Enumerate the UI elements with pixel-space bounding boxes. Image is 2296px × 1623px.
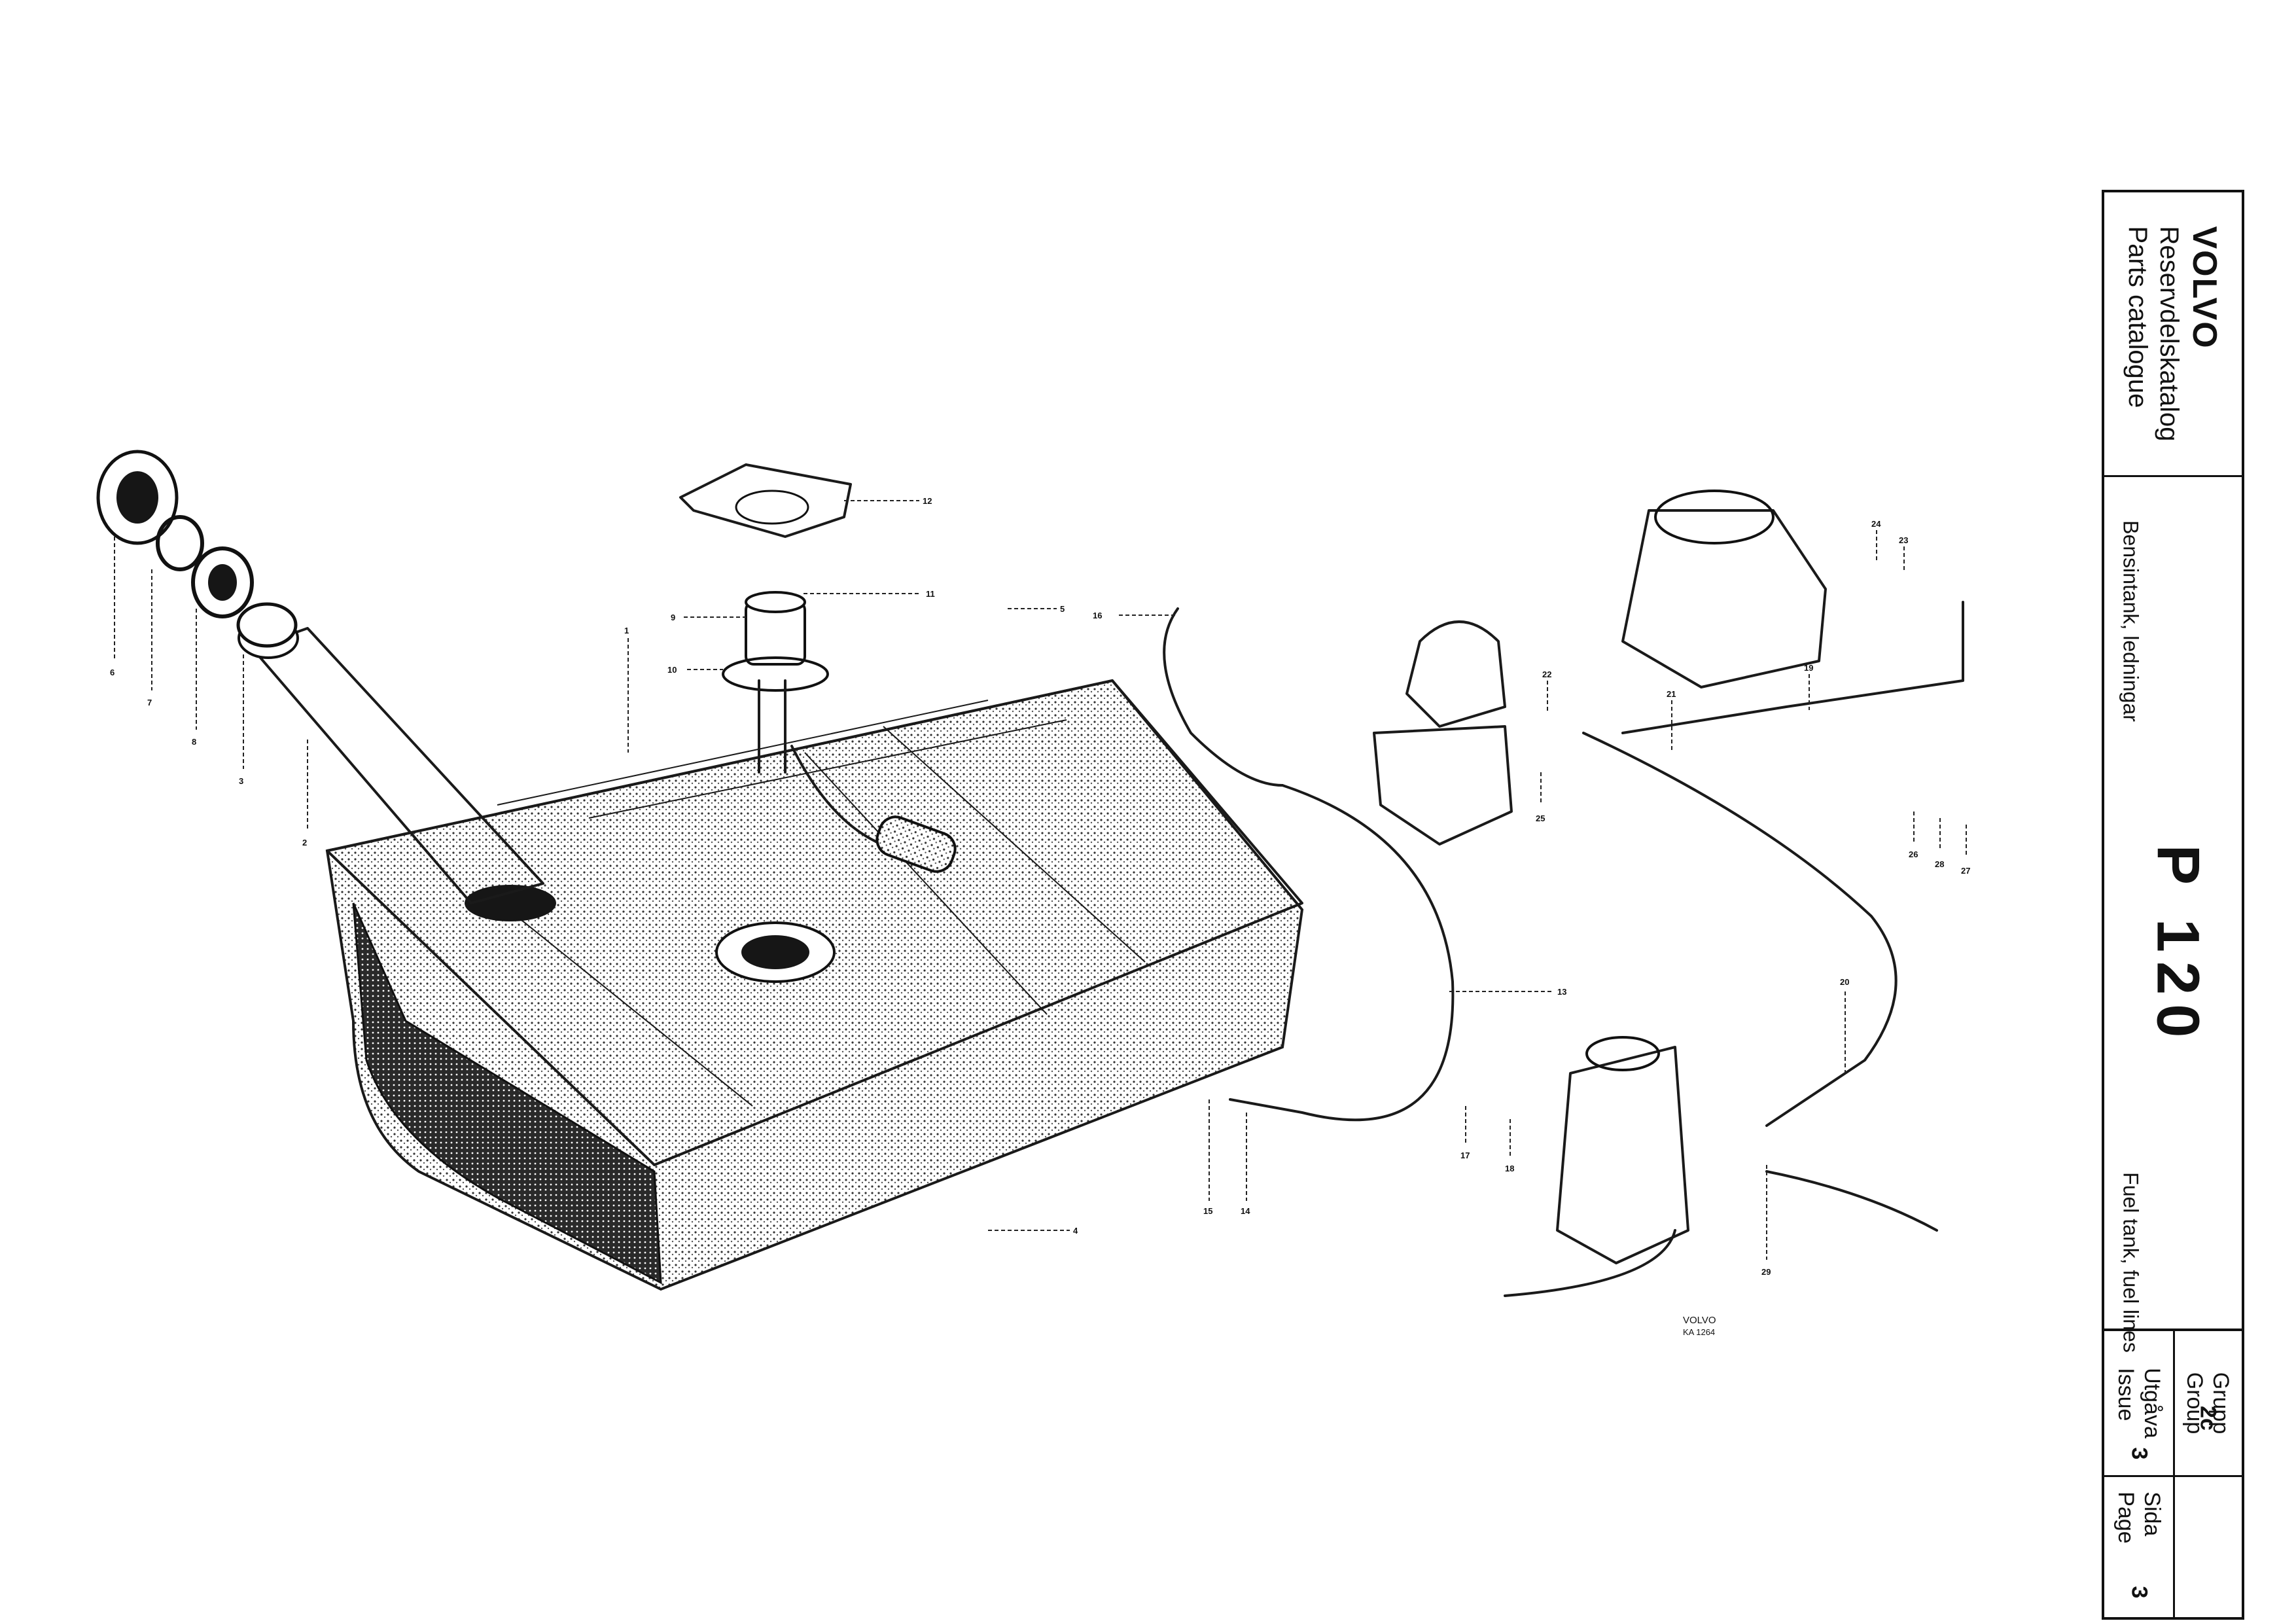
- brand-name: VOLVO: [2185, 226, 2223, 349]
- fuel-lines: [1163, 601, 1964, 1232]
- svg-text:KA 1264: KA 1264: [1683, 1327, 1715, 1337]
- callout-25: 25: [1536, 772, 1545, 823]
- callout-11: 11: [804, 589, 935, 599]
- group-issue-cell: Utgåva Issue 3 Grupp Group: [2104, 1331, 2242, 1477]
- svg-text:28: 28: [1935, 859, 1944, 869]
- svg-text:17: 17: [1460, 1150, 1470, 1160]
- filler-collar: [191, 546, 254, 618]
- tank-sender-unit: [722, 591, 957, 873]
- svg-text:VOLVO: VOLVO: [1683, 1315, 1716, 1326]
- carburettor-upper: [1621, 490, 1827, 688]
- svg-text:11: 11: [926, 589, 935, 599]
- svg-text:5: 5: [1060, 604, 1065, 614]
- callout-28: 28: [1935, 818, 1944, 869]
- page-label-sv: Sida: [2139, 1491, 2164, 1537]
- callout-15: 15: [1203, 1099, 1212, 1216]
- svg-text:2: 2: [302, 838, 307, 847]
- catalog-title-en: Parts catalogue: [2123, 226, 2152, 408]
- drawing-reference: VOLVO KA 1264: [1683, 1315, 1716, 1337]
- callout-8: 8: [192, 609, 197, 747]
- filler-clamp: [236, 602, 298, 648]
- svg-text:23: 23: [1899, 535, 1908, 545]
- svg-text:10: 10: [667, 665, 677, 675]
- svg-text:18: 18: [1505, 1164, 1514, 1173]
- svg-text:25: 25: [1536, 813, 1545, 823]
- callout-21: 21: [1667, 689, 1676, 753]
- callout-18: 18: [1505, 1119, 1514, 1173]
- page-cell: Sida Page 3 2c: [2104, 1406, 2242, 1618]
- callout-10: 10: [667, 665, 723, 675]
- callout-1: 1: [624, 626, 629, 753]
- catalog-title-sv: Reservdelskatalog: [2155, 226, 2183, 442]
- callout-7: 7: [147, 569, 152, 707]
- callout-29: 29: [1761, 1165, 1771, 1277]
- page-label-en: Page: [2113, 1491, 2138, 1544]
- svg-text:21: 21: [1667, 689, 1676, 699]
- fuel-tank: [325, 679, 1304, 1291]
- callout-16: 16: [1093, 611, 1178, 620]
- svg-text:22: 22: [1542, 669, 1551, 679]
- svg-text:27: 27: [1961, 866, 1970, 876]
- callout-24: 24: [1871, 519, 1881, 563]
- callout-3: 3: [239, 654, 244, 786]
- model-number: P 120: [2144, 844, 2212, 1046]
- issue-label-en: Issue: [2113, 1368, 2138, 1421]
- svg-text:12: 12: [923, 496, 932, 506]
- group-value: 2c: [2195, 1405, 2220, 1431]
- svg-text:19: 19: [1804, 663, 1813, 673]
- svg-text:16: 16: [1093, 611, 1102, 620]
- page-value: 3: [2127, 1586, 2151, 1599]
- tank-cover-plate: [679, 463, 852, 538]
- svg-text:13: 13: [1557, 987, 1566, 997]
- svg-text:3: 3: [239, 776, 243, 786]
- svg-text:26: 26: [1909, 849, 1918, 859]
- caption-en: Fuel tank, fuel lines: [2119, 1172, 2143, 1353]
- svg-text:14: 14: [1241, 1206, 1250, 1216]
- brand-cell: VOLVO Reservdelskatalog Parts catalogue: [2104, 192, 2242, 477]
- svg-text:7: 7: [147, 698, 152, 707]
- callout-12: 12: [844, 496, 932, 506]
- filler-seal-ring: [156, 515, 204, 571]
- callout-27: 27: [1961, 825, 1970, 876]
- callout-17: 17: [1460, 1106, 1470, 1160]
- callout-14: 14: [1241, 1113, 1250, 1216]
- callout-26: 26: [1909, 812, 1918, 859]
- callout-6: 6: [110, 537, 115, 677]
- callout-9: 9: [671, 613, 746, 622]
- svg-text:4: 4: [1073, 1226, 1078, 1236]
- svg-text:6: 6: [110, 668, 115, 677]
- fuel-pump: [1373, 620, 1513, 846]
- carburettor-lower: [1504, 1036, 1689, 1297]
- caption-sv: Bensintank, ledningar: [2119, 520, 2143, 722]
- callout-23: 23: [1899, 535, 1908, 573]
- svg-text:8: 8: [192, 737, 196, 747]
- svg-text:9: 9: [671, 613, 675, 622]
- filler-cap: [96, 450, 179, 545]
- svg-text:1: 1: [624, 626, 629, 635]
- issue-label-sv: Utgåva: [2139, 1368, 2164, 1438]
- group-issue-page-box: Utgåva Issue 3 Grupp Group Sida Page 3: [2102, 1329, 2244, 1620]
- callout-4: 4: [988, 1226, 1078, 1236]
- svg-text:20: 20: [1840, 977, 1849, 987]
- callout-20: 20: [1840, 977, 1849, 1073]
- callout-5: 5: [1008, 604, 1065, 614]
- svg-text:24: 24: [1871, 519, 1881, 529]
- callout-2: 2: [302, 740, 308, 847]
- svg-text:29: 29: [1761, 1267, 1771, 1277]
- svg-text:15: 15: [1203, 1206, 1212, 1216]
- callout-19: 19: [1804, 663, 1813, 710]
- callout-13: 13: [1449, 987, 1566, 997]
- callouts: 1 2 3 4 5 6 7 8 9 10 11 12 13 14 15 16 1…: [110, 496, 1970, 1277]
- issue-value: 3: [2127, 1447, 2151, 1460]
- callout-22: 22: [1542, 669, 1551, 713]
